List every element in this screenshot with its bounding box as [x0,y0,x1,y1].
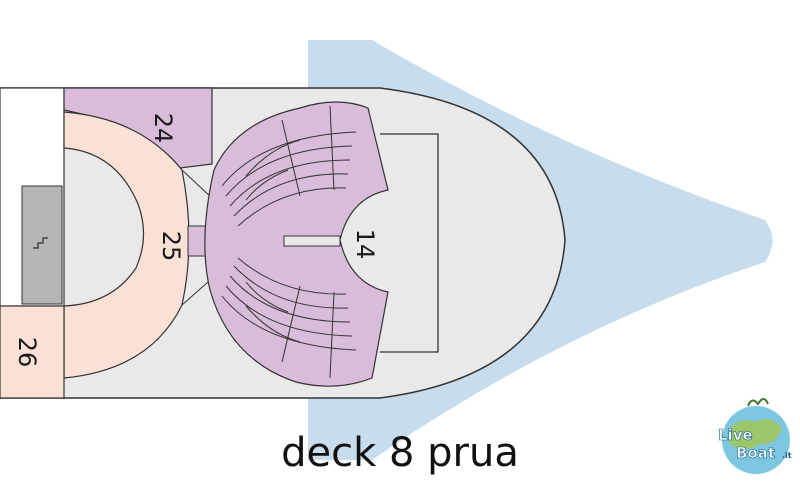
logo-word-boat: Boat [736,444,775,462]
room-26 [0,305,65,399]
stage-area [380,133,439,353]
stairwell [21,185,63,305]
room-25-label: 25 [157,231,185,262]
deck-caption: deck 8 prua [281,430,519,476]
room-14-label: 14 [351,229,379,260]
logo-word-live: Live [718,426,753,444]
seating-rows-lower [221,257,357,351]
room-25 [63,111,190,379]
room-26-label: 26 [13,337,41,368]
theater-aisles [281,105,341,379]
logo-suffix: .it [782,451,792,460]
room-24-label: 24 [149,113,177,144]
corridor-lines [181,169,213,306]
stairs-icon [33,237,48,249]
liveboat-logo: Live Boat .it [718,398,792,474]
